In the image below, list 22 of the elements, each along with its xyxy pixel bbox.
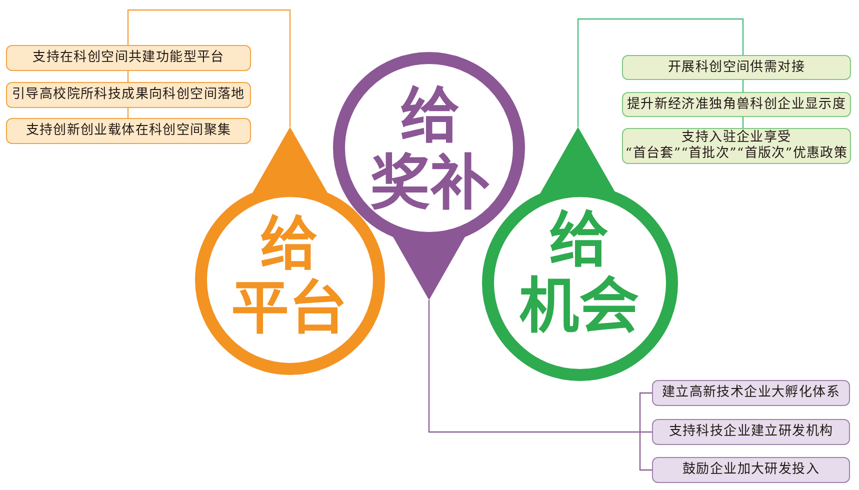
text-box: 引导高校院所科技成果向科创空间落地 <box>6 82 251 108</box>
connector-line <box>640 431 652 433</box>
circle-title: 给机会 <box>518 208 640 340</box>
connector-line <box>639 432 652 471</box>
connector-line <box>742 117 744 128</box>
circle-title: 给奖补 <box>369 84 491 218</box>
text-box: 支持创新创业载体在科创空间聚集 <box>6 118 251 144</box>
text-box: 鼓励企业加大研发投入 <box>652 457 850 483</box>
text-box: 建立高新技术企业大孵化体系 <box>652 380 850 406</box>
connector-line <box>127 9 291 127</box>
text-box: 支持科技企业建立研发机构 <box>652 419 850 445</box>
connector-line <box>639 392 652 432</box>
connector-line <box>577 18 744 127</box>
connector-line <box>742 80 744 92</box>
text-box: 支持入驻企业享受“首台套”“首批次”“首版次”优惠政策 <box>622 128 851 164</box>
connector-line <box>127 71 129 82</box>
connector-line <box>127 108 129 118</box>
circle-title: 给平台 <box>230 212 348 340</box>
text-box: 提升新经济准独角兽科创企业显示度 <box>622 92 851 117</box>
connector-line <box>428 300 640 433</box>
text-box: 支持在科创空间共建功能型平台 <box>6 45 251 71</box>
text-box: 开展科创空间供需对接 <box>622 55 851 80</box>
